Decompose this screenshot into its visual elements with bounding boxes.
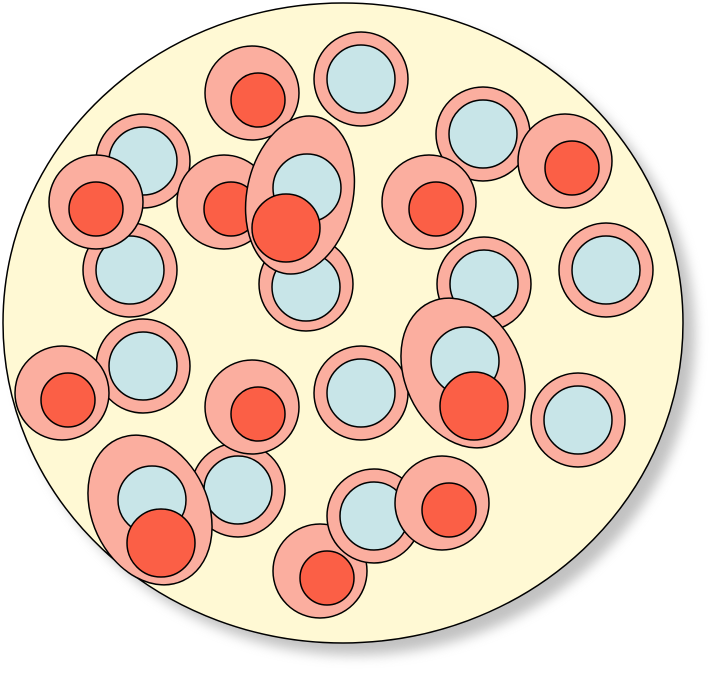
blue-nucleus bbox=[108, 331, 178, 401]
red-nucleus bbox=[230, 386, 286, 442]
cell bbox=[394, 455, 490, 551]
blue-nucleus bbox=[543, 385, 613, 455]
red-nucleus bbox=[230, 72, 286, 128]
blue-nucleus bbox=[448, 99, 518, 169]
dividing-cell bbox=[244, 115, 356, 275]
blue-nucleus bbox=[571, 235, 641, 305]
red-nucleus bbox=[439, 371, 509, 441]
cell bbox=[530, 372, 626, 468]
cell bbox=[435, 86, 531, 182]
red-nucleus bbox=[544, 140, 600, 196]
dividing-cell bbox=[87, 434, 213, 586]
red-nucleus bbox=[408, 181, 464, 237]
cell bbox=[14, 345, 110, 441]
cell bbox=[381, 154, 477, 250]
blue-nucleus bbox=[326, 358, 396, 428]
red-nucleus bbox=[40, 372, 96, 428]
cell bbox=[204, 45, 300, 141]
dividing-cell bbox=[400, 297, 526, 449]
red-nucleus bbox=[421, 482, 477, 538]
cell bbox=[48, 154, 144, 250]
blue-nucleus bbox=[203, 455, 273, 525]
cell bbox=[95, 318, 191, 414]
red-nucleus bbox=[299, 550, 355, 606]
cell bbox=[313, 345, 409, 441]
cell bbox=[326, 468, 422, 564]
cell bbox=[190, 442, 286, 538]
red-nucleus bbox=[68, 181, 124, 237]
cell bbox=[204, 359, 300, 455]
red-nucleus bbox=[251, 193, 321, 263]
cell bbox=[517, 113, 613, 209]
red-nucleus bbox=[126, 508, 196, 578]
cell bbox=[558, 222, 654, 318]
blue-nucleus bbox=[326, 44, 396, 114]
blue-nucleus bbox=[95, 235, 165, 305]
cell bbox=[313, 31, 409, 127]
